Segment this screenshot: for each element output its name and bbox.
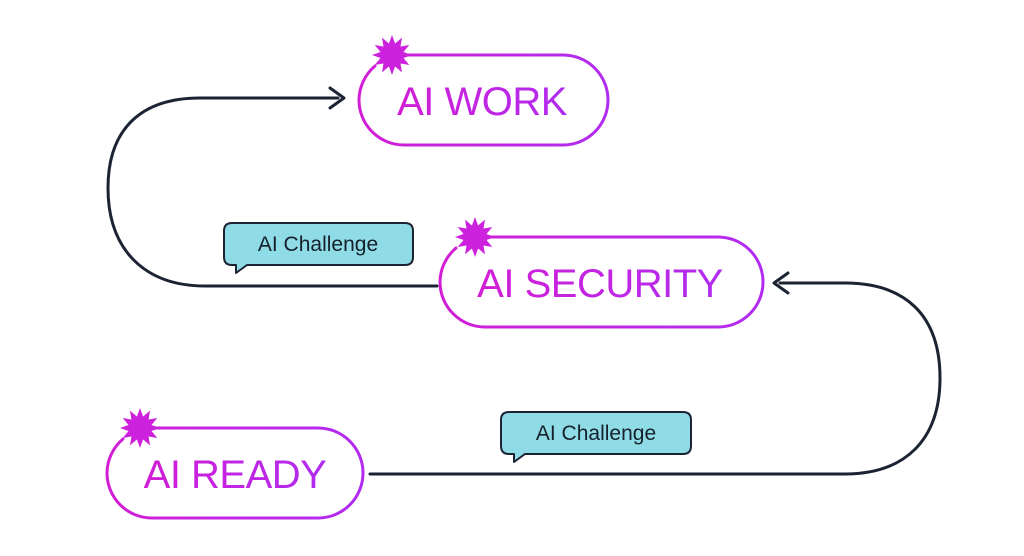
challenge-bubble-upper: AI Challenge: [223, 222, 414, 274]
speech-bubble-shape: [223, 222, 414, 274]
stage-label: AI SECURITY: [477, 262, 723, 306]
connector-line: [368, 281, 942, 476]
arrowhead-icon: [328, 86, 346, 110]
connector-security-to-work: [106, 86, 439, 288]
starburst-icon: [120, 408, 160, 448]
stage-pill-outline: [105, 426, 365, 520]
stage-pill-outline: [438, 235, 765, 329]
starburst-icon: [455, 217, 495, 257]
stage-ai-ready: AI READY: [105, 408, 365, 520]
speech-bubble-shape: [500, 411, 692, 463]
stage-ai-work: AI WORK: [357, 35, 610, 147]
stage-label: AI WORK: [397, 80, 568, 124]
challenge-label: AI Challenge: [258, 233, 378, 256]
stage-pill-outline: [357, 53, 610, 147]
challenge-bubble-lower: AI Challenge: [500, 411, 692, 463]
challenge-label: AI Challenge: [536, 422, 656, 445]
connector-line: [106, 96, 439, 288]
starburst-icon: [372, 35, 412, 75]
stage-label: AI READY: [144, 453, 327, 497]
connector-ready-to-security: [368, 271, 942, 476]
stage-ai-security: AI SECURITY: [438, 217, 765, 329]
arrowhead-icon: [772, 271, 790, 295]
